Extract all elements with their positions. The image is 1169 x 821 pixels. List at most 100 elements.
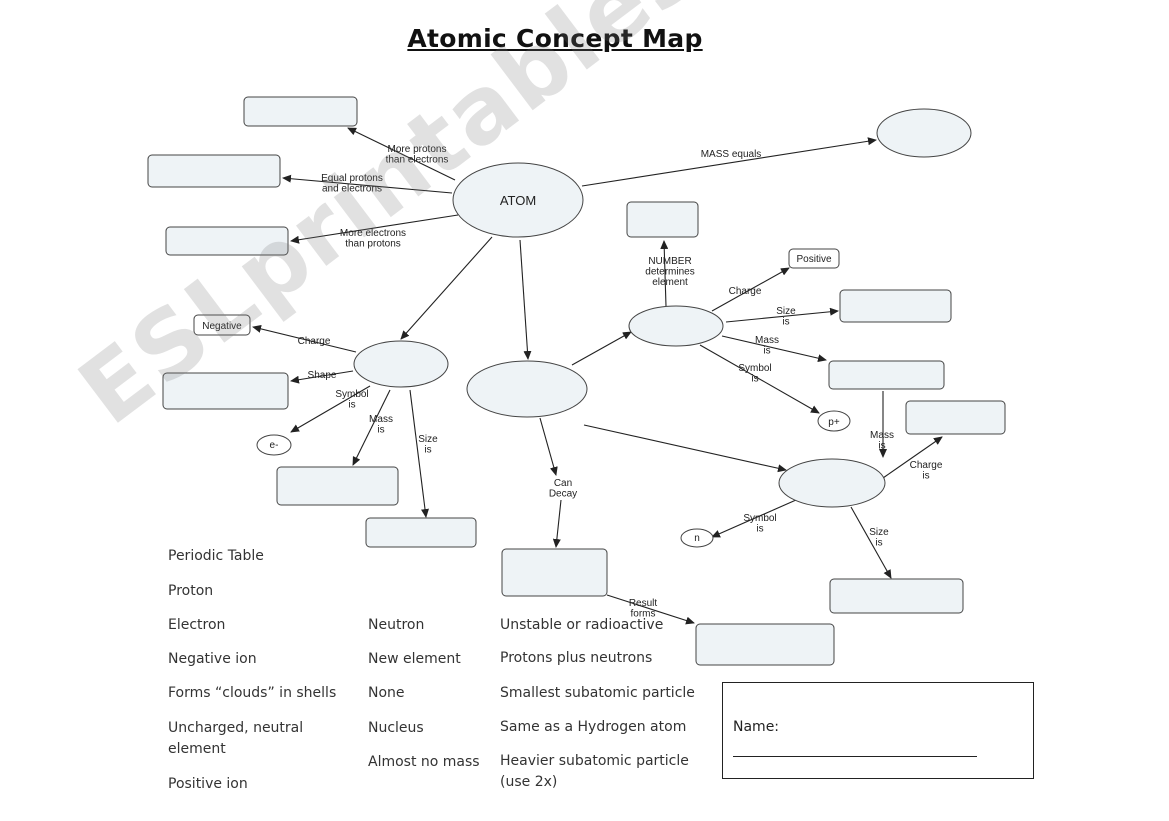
edge-more-electrons bbox=[290, 214, 459, 244]
box-n-size[interactable] bbox=[829, 578, 964, 614]
n-label: n bbox=[694, 533, 700, 544]
word-bank-item: Positive ion bbox=[168, 776, 248, 792]
name-line[interactable] bbox=[733, 756, 977, 757]
edge-label-n-charge: is bbox=[922, 471, 929, 482]
node-nucleus[interactable] bbox=[466, 360, 588, 418]
edge-label-p-size: Size bbox=[776, 306, 796, 317]
edge-result-forms bbox=[606, 594, 695, 625]
word-bank-item: None bbox=[368, 685, 405, 701]
edge-equal-protons bbox=[282, 174, 453, 194]
edges bbox=[252, 127, 943, 625]
edge-label-e-mass: is bbox=[377, 425, 384, 436]
edge-more-protons bbox=[347, 127, 456, 181]
chip-e-minus bbox=[256, 434, 292, 456]
edge-label-result-forms: forms bbox=[631, 609, 656, 620]
edge-e-mass bbox=[352, 389, 391, 466]
box-neutral-element[interactable] bbox=[147, 154, 281, 188]
edge-label-n-size: Size bbox=[869, 527, 889, 538]
edge-label-p-mass: is bbox=[763, 346, 770, 357]
word-bank-item: Neutron bbox=[368, 617, 425, 633]
edge-label-p-symbol: Symbol bbox=[738, 363, 771, 374]
edge-label-n-mass: is bbox=[878, 441, 885, 452]
edge-n-size bbox=[850, 506, 892, 579]
edge-label-e-symbol: is bbox=[348, 400, 355, 411]
e-minus-label: e- bbox=[270, 440, 279, 451]
edge-label-p-size: is bbox=[782, 317, 789, 328]
box-e-shape[interactable] bbox=[162, 372, 289, 410]
page-title: Atomic Concept Map bbox=[407, 24, 703, 53]
edge-n-charge bbox=[882, 436, 943, 479]
edge-label-more-electrons: More electrons bbox=[340, 228, 406, 239]
edge-label-e-symbol: Symbol bbox=[335, 389, 368, 400]
box-p-number[interactable] bbox=[626, 201, 699, 238]
edge-mass-equals bbox=[581, 137, 877, 187]
atom-label: ATOM bbox=[500, 193, 536, 208]
word-bank-item: Smallest subatomic particle bbox=[500, 685, 695, 701]
edge-e-shape bbox=[290, 370, 354, 384]
edge-label-e-size: Size bbox=[418, 434, 438, 445]
edge-nucleus-neutron bbox=[583, 424, 787, 473]
positive-chip-label: Positive bbox=[796, 254, 831, 265]
node-atom bbox=[452, 162, 584, 238]
word-bank-item: Periodic Table bbox=[168, 548, 264, 564]
box-e-size[interactable] bbox=[365, 517, 477, 548]
chip-n bbox=[680, 528, 714, 548]
edge-can-decay bbox=[539, 417, 558, 476]
ellipse-nodes bbox=[353, 108, 972, 508]
edge-e-symbol bbox=[290, 385, 371, 433]
edge-label-n-size: is bbox=[875, 538, 882, 549]
word-bank-item: Forms “clouds” in shells bbox=[168, 685, 337, 701]
word-bank-item: Same as a Hydrogen atom bbox=[500, 719, 687, 735]
edge-label-e-shape: Shape bbox=[308, 370, 337, 381]
edge-decay-box bbox=[552, 499, 562, 548]
edge-label-more-electrons: than protons bbox=[345, 239, 401, 250]
word-bank-item: New element bbox=[368, 651, 461, 667]
small-chips bbox=[193, 248, 851, 548]
box-result[interactable] bbox=[695, 623, 835, 666]
node-electron[interactable] bbox=[353, 340, 449, 388]
name-label: Name: bbox=[733, 719, 780, 735]
edge-label-can-decay: Decay bbox=[549, 489, 577, 500]
box-decay[interactable] bbox=[501, 548, 608, 597]
word-bank-item: Nucleus bbox=[368, 720, 424, 736]
edge-label-can-decay: Can bbox=[554, 478, 572, 489]
word-bank-item: Almost no mass bbox=[368, 754, 480, 770]
word-bank-item: Unstable or radioactive bbox=[500, 617, 664, 633]
node-mass-equals[interactable] bbox=[876, 108, 972, 158]
box-e-mass[interactable] bbox=[276, 466, 399, 506]
edge-label-more-protons: than electrons bbox=[386, 155, 449, 166]
edge-p-size bbox=[725, 307, 839, 323]
edge-n-symbol bbox=[711, 499, 797, 538]
node-proton[interactable] bbox=[628, 305, 724, 347]
edge-p-symbol bbox=[699, 344, 820, 414]
edge-label-p-charge: Charge bbox=[729, 286, 762, 297]
box-positive-ion[interactable] bbox=[243, 96, 358, 127]
edge-label-equal-protons: and electrons bbox=[322, 184, 382, 195]
box-n-charge[interactable] bbox=[905, 400, 1006, 435]
edge-label-e-mass: Mass bbox=[369, 414, 393, 425]
node-neutron[interactable] bbox=[778, 458, 886, 508]
edge-label-mass-equals: MASS equals bbox=[701, 149, 762, 160]
p-plus-label: p+ bbox=[828, 417, 840, 428]
edge-label-e-charge: Charge bbox=[298, 336, 331, 347]
word-bank-item: Uncharged, neutral element bbox=[168, 720, 304, 757]
word-bank-item: Heavier subatomic particle (use 2x) bbox=[500, 753, 689, 790]
box-negative-ion[interactable] bbox=[165, 226, 289, 256]
edge-e-size bbox=[409, 389, 429, 518]
answer-boxes bbox=[147, 96, 1006, 666]
edge-label-equal-protons: Equal protons bbox=[321, 173, 383, 184]
edge-label-p-symbol: is bbox=[751, 374, 758, 385]
word-bank-item: Negative ion bbox=[168, 651, 257, 667]
chip-negative bbox=[193, 314, 251, 336]
box-p-mass[interactable] bbox=[828, 360, 945, 390]
word-bank-item: Proton bbox=[168, 583, 214, 599]
word-bank-item: Electron bbox=[168, 617, 226, 633]
edge-atom-electron bbox=[400, 236, 493, 340]
chip-positive bbox=[788, 248, 840, 269]
box-p-size[interactable] bbox=[839, 289, 952, 323]
edge-nucleus-proton bbox=[571, 331, 632, 366]
name-box: Name: bbox=[722, 682, 1034, 779]
edge-label-p-number: determines bbox=[645, 267, 694, 278]
